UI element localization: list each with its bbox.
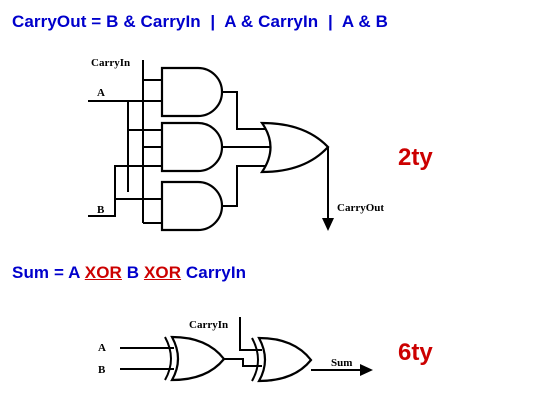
sum-output-label: Sum (331, 357, 352, 369)
sum-a-label: A (98, 342, 106, 354)
a-wire (88, 100, 162, 192)
xor-gate-2-back (251, 337, 259, 382)
sum-equation-part-5: CarryIn (181, 263, 247, 282)
sum-delay-label: 6ty (398, 339, 433, 366)
carryout-output-label: CarryOut (337, 202, 384, 214)
sum-equation-part-1: Sum = A (12, 263, 85, 282)
carryout-circuit: CarryIn A B CarryOut (88, 57, 384, 232)
and-to-or-wires (222, 91, 271, 207)
b-wire (88, 165, 162, 217)
carryin-wire (142, 60, 162, 224)
and-gate-1 (160, 66, 224, 118)
or-gate (259, 121, 330, 174)
carryout-delay-label: 2ty (398, 144, 433, 171)
xor-operator-2: XOR (143, 263, 182, 282)
carryout-a-label: A (97, 87, 105, 99)
sum-equation-part-3: B (121, 263, 144, 282)
sum-arrow-icon (360, 364, 373, 376)
xor-operator-1: XOR (84, 263, 122, 282)
sum-carryin-label: CarryIn (189, 319, 228, 331)
xor-gate-1 (170, 335, 226, 382)
xor1-to-xor2-wire (224, 358, 262, 367)
xor-gate-1-back (164, 336, 172, 381)
sum-carryin-wire (239, 317, 262, 351)
sum-circuit: CarryIn A B Sum (98, 317, 373, 383)
and-gate-3 (160, 180, 224, 232)
sum-input-wires (120, 347, 174, 370)
carryout-b-label: B (97, 204, 105, 216)
carryout-arrow-icon (322, 218, 334, 231)
sum-b-label: B (98, 364, 106, 376)
carryout-equation: CarryOut = B & CarryIn | A & CarryIn | A… (12, 12, 388, 31)
sum-equation: Sum = A XOR B XOR CarryIn (12, 263, 246, 283)
xor-gate-2 (257, 336, 313, 383)
and-gate-2 (160, 121, 224, 173)
carryout-carryin-label: CarryIn (91, 57, 130, 69)
